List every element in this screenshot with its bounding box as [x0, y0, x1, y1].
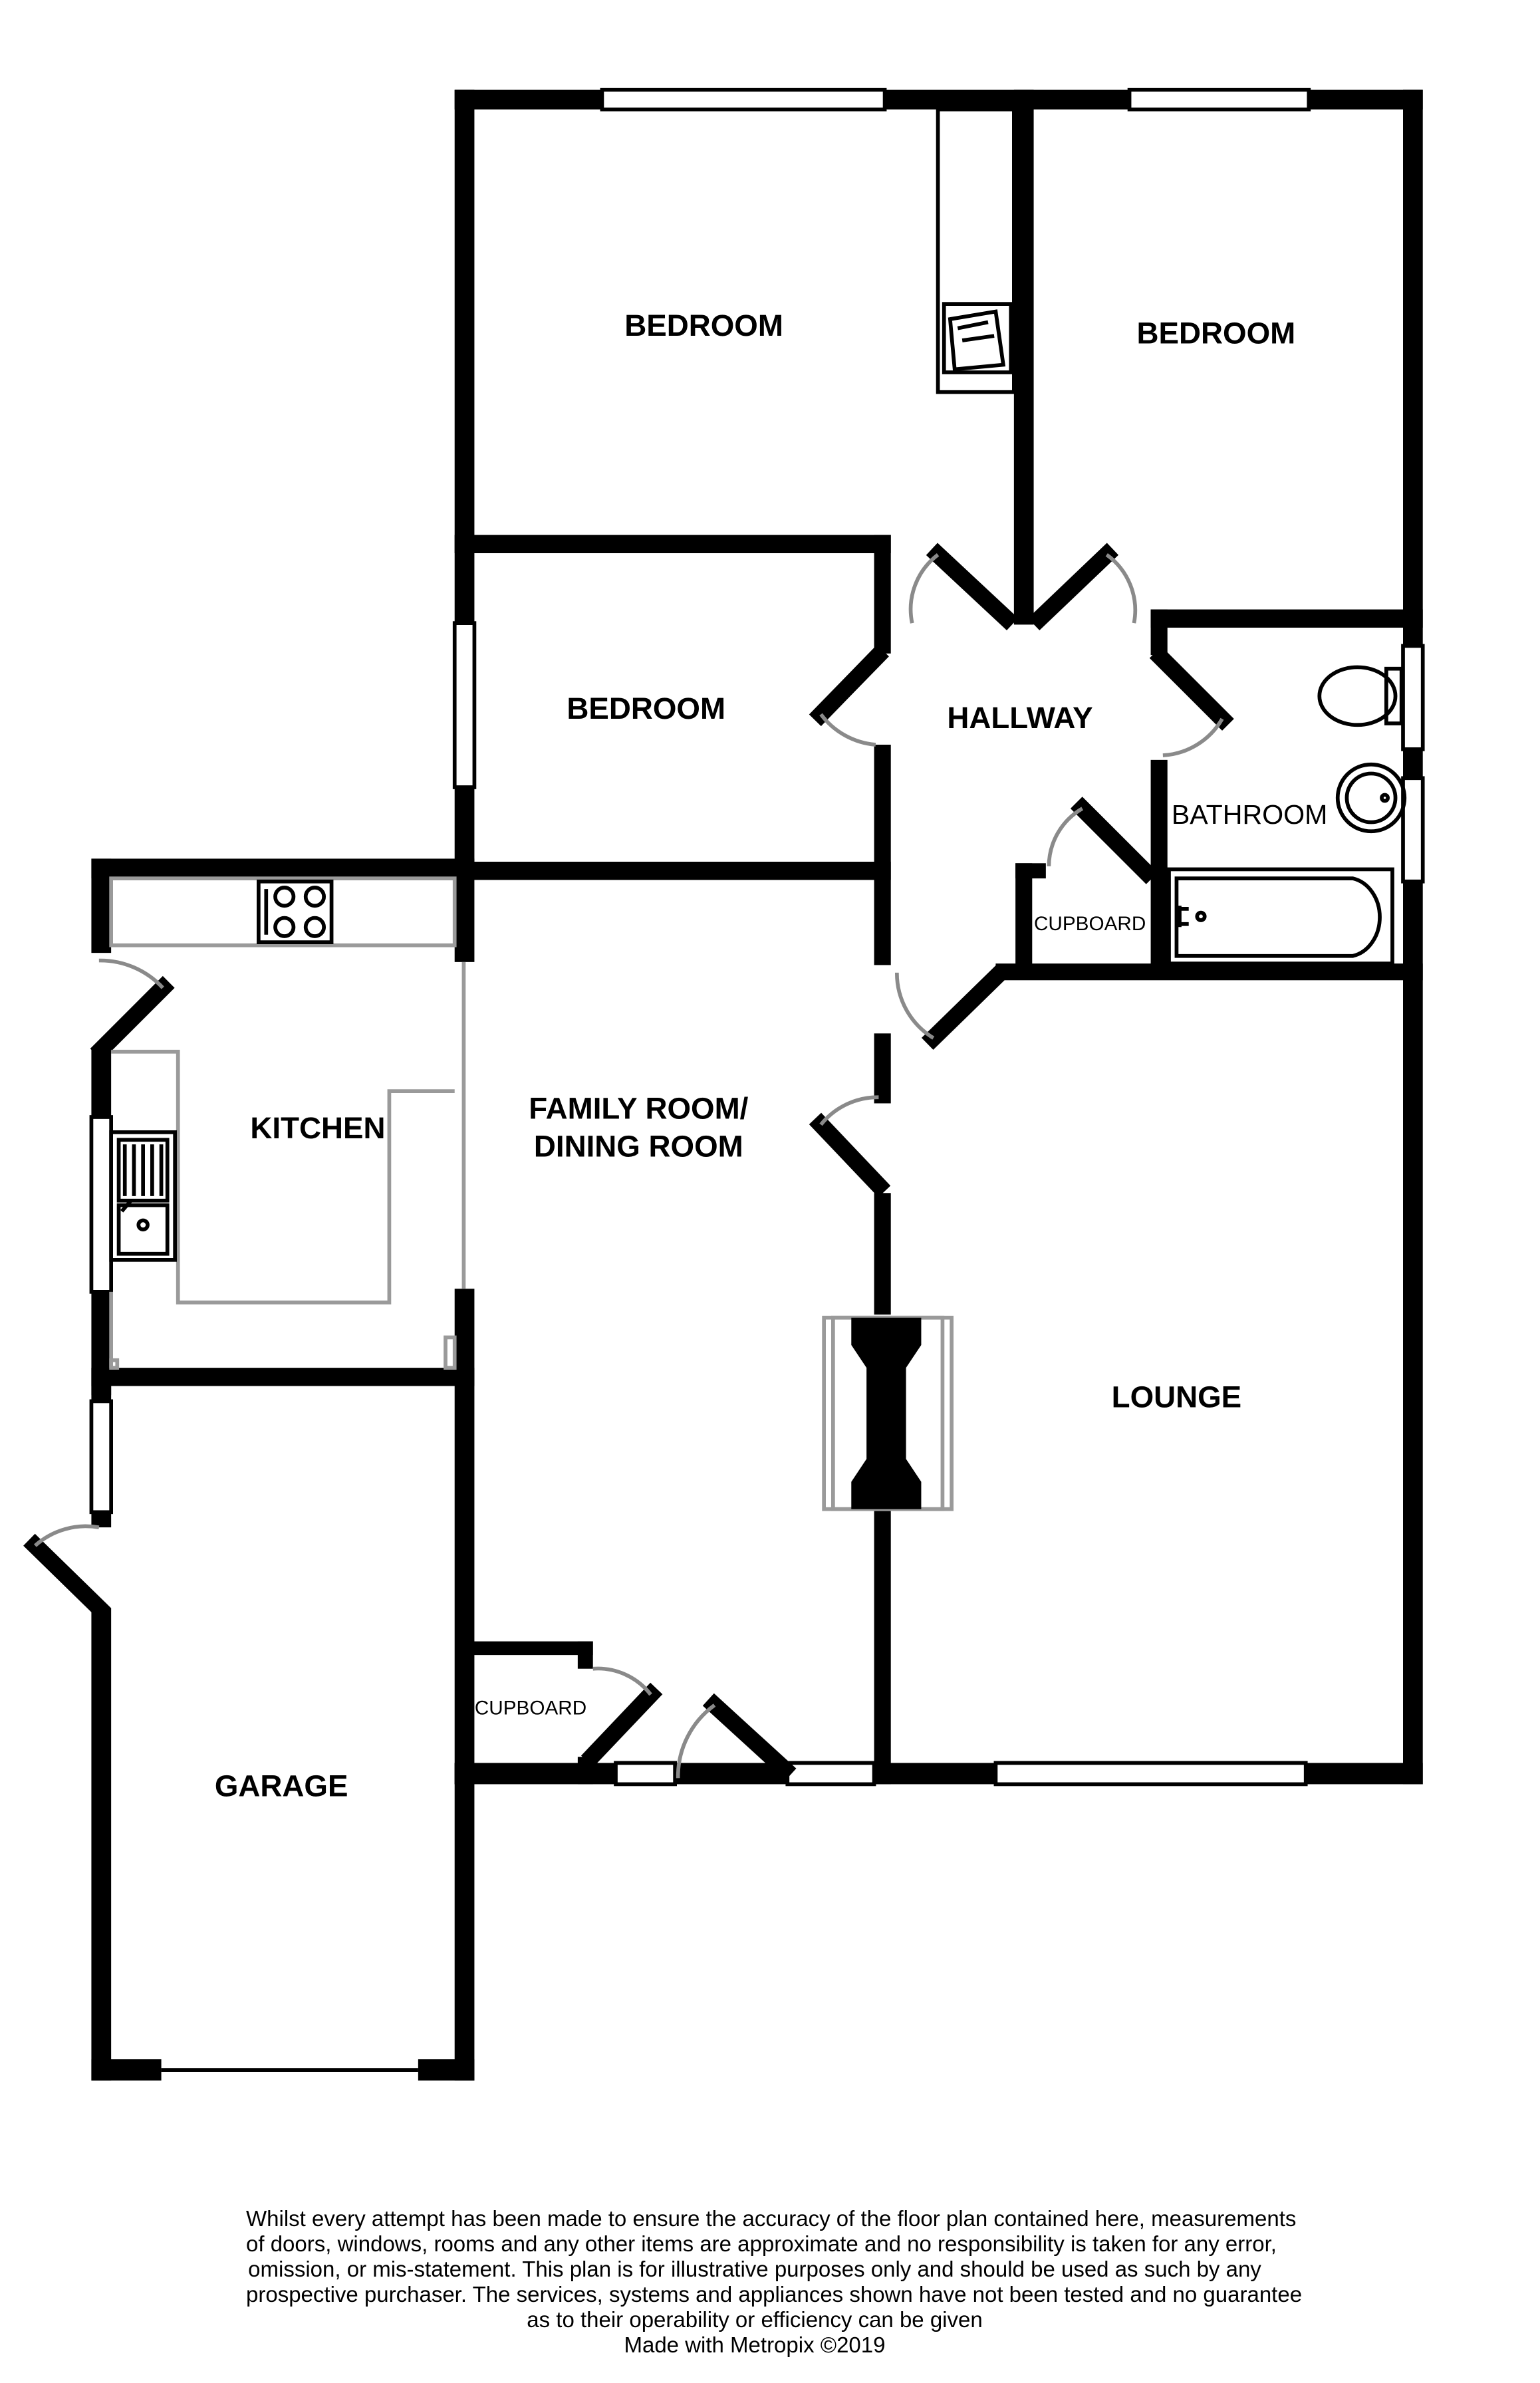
window-bathroom-1	[1401, 644, 1425, 751]
toilet-icon	[1317, 665, 1404, 727]
disclaimer-line: of doors, windows, rooms and any other i…	[246, 2231, 1277, 2256]
door-family-external	[702, 1693, 797, 1781]
worktop-top	[109, 876, 457, 947]
fixtures	[109, 107, 1407, 1511]
washbasin-icon	[1335, 762, 1407, 834]
door-cupboard-family	[580, 1682, 663, 1767]
label-cupboard-family: CUPBOARD	[475, 1697, 586, 1719]
window-lounge	[993, 1761, 1308, 1787]
credit-line: Made with Metropix ©2019	[624, 2332, 886, 2357]
label-hallway: HALLWAY	[947, 701, 1092, 735]
room-labels: BEDROOM BEDROOM BEDROOM HALLWAY BATHROOM…	[215, 309, 1328, 1803]
label-bathroom: BATHROOM	[1172, 799, 1328, 830]
door-lounge	[921, 965, 1008, 1050]
sink-icon	[109, 1130, 177, 1262]
window-bedroom-3	[452, 621, 477, 789]
bed-icon	[942, 302, 1013, 374]
disclaimer-line: prospective purchaser. The services, sys…	[246, 2282, 1303, 2307]
label-family-line1: FAMILY ROOM/	[529, 1091, 748, 1125]
window-family-2	[785, 1761, 876, 1787]
windows	[89, 87, 1425, 2072]
wardrobe	[936, 107, 1016, 394]
door-kitchen	[90, 975, 175, 1061]
window-bedroom-2	[1127, 87, 1311, 112]
door-bedroom-1	[926, 543, 1019, 631]
disclaimer: Whilst every attempt has been made to en…	[246, 2206, 1303, 2358]
door-bedroom-2	[1027, 543, 1119, 631]
label-bedroom-2: BEDROOM	[1137, 316, 1296, 350]
window-bedroom-1	[600, 87, 887, 112]
door-cupboard-hall	[1070, 797, 1158, 884]
label-garage: GARAGE	[215, 1769, 348, 1803]
label-kitchen: KITCHEN	[250, 1111, 385, 1145]
fireplace-icon	[822, 1315, 954, 1511]
label-family-line2: DINING ROOM	[534, 1129, 743, 1163]
disclaimer-line: as to their operability or efficiency ca…	[527, 2307, 983, 2332]
door-bedroom-3	[809, 644, 889, 727]
doors	[23, 543, 1234, 1781]
door-family-hall	[809, 1112, 891, 1197]
bathtub-icon	[1167, 867, 1394, 965]
label-bedroom-1: BEDROOM	[624, 309, 783, 342]
disclaimer-line: omission, or mis-statement. This plan is…	[248, 2257, 1261, 2281]
window-family	[614, 1761, 677, 1787]
label-bedroom-3: BEDROOM	[567, 691, 725, 725]
disclaimer-line: Whilst every attempt has been made to en…	[246, 2206, 1297, 2231]
worktop-left	[111, 1049, 455, 1305]
walls	[91, 89, 1423, 2081]
door-garage	[23, 1533, 111, 1620]
window-garage	[89, 1399, 113, 1515]
window-kitchen	[89, 1115, 113, 1294]
label-lounge: LOUNGE	[1112, 1380, 1242, 1414]
hob-icon	[256, 879, 334, 944]
door-bathroom	[1149, 646, 1234, 731]
label-cupboard-hall: CUPBOARD	[1034, 913, 1146, 935]
